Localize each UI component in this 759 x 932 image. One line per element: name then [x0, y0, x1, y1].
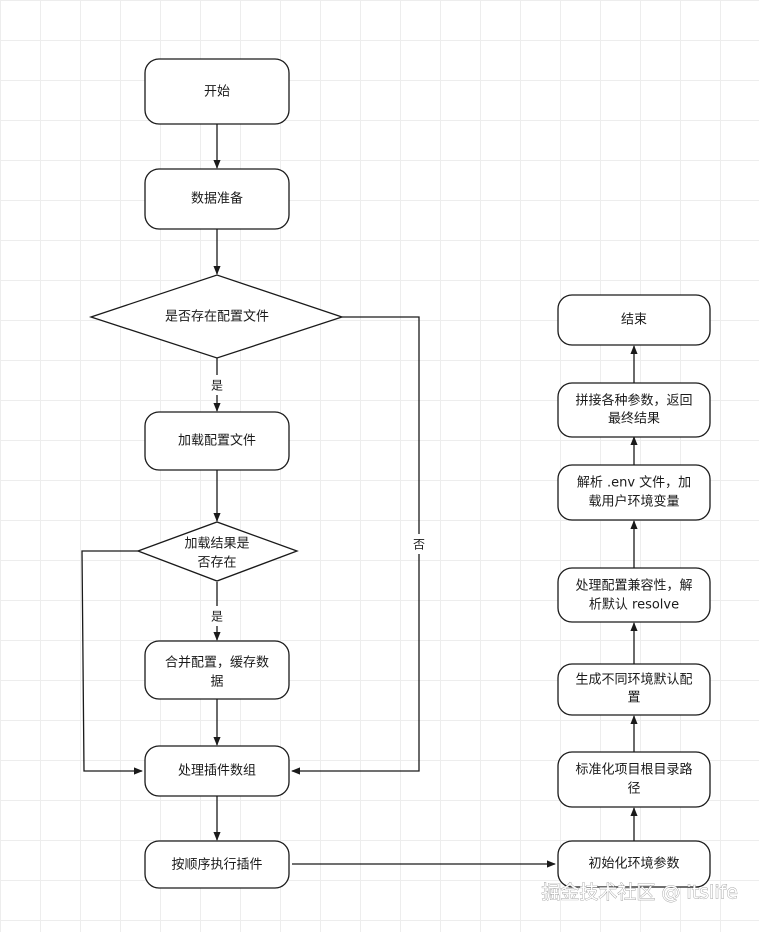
node-load-config-label: 加载配置文件 — [178, 434, 256, 449]
node-dotenv-label-line2: 载用户环境变量 — [588, 494, 679, 510]
node-init-env-label: 初始化环境参数 — [588, 856, 679, 872]
node-start: 开始 — [144, 58, 290, 125]
node-compat-label-line1: 处理配置兼容性，解 — [575, 578, 692, 594]
node-prepare-label: 数据准备 — [191, 191, 243, 207]
node-has-config-label: 是否存在配置文件 — [165, 310, 269, 325]
node-env-default-label-line1: 生成不同环境默认配 — [575, 672, 692, 688]
node-concat: 拼接各种参数，返回 最终结果 — [557, 382, 711, 438]
node-load-result-label-line1: 加载结果是 — [184, 537, 249, 552]
edge-label-no: 否 — [413, 538, 425, 552]
edge-decision-no-plugins — [291, 316, 420, 775]
edge-label-yes-2: 是 — [211, 610, 223, 624]
node-end-label: 结束 — [621, 313, 647, 328]
edge-result-no-plugins — [81, 550, 143, 775]
node-compat-label-line2: 析默认 resolve — [589, 597, 679, 613]
node-dotenv: 解析 .env 文件，加 载用户环境变量 — [557, 464, 711, 521]
node-exec-plugins-label: 按顺序执行插件 — [171, 858, 262, 873]
node-root-path: 标准化项目根目录路 径 — [557, 751, 711, 808]
node-plugins-label: 处理插件数组 — [178, 764, 256, 779]
node-compat: 处理配置兼容性，解 析默认 resolve — [557, 567, 711, 623]
node-load-config: 加载配置文件 — [144, 411, 290, 471]
node-plugins: 处理插件数组 — [144, 745, 290, 797]
edge-labels: 是 否 是 — [207, 375, 429, 626]
node-start-label: 开始 — [204, 85, 230, 100]
node-end: 结束 — [557, 294, 711, 346]
node-load-result-decision: 加载结果是 否存在 — [136, 521, 299, 582]
node-load-result-label-line2: 否存在 — [197, 556, 236, 571]
node-prepare: 数据准备 — [144, 168, 290, 230]
edge-label-yes-1: 是 — [211, 379, 223, 393]
node-exec-plugins: 按顺序执行插件 — [144, 840, 290, 889]
node-merge-label-line2: 据 — [210, 675, 223, 690]
node-dotenv-label-line1: 解析 .env 文件，加 — [577, 476, 691, 491]
node-concat-label-line2: 最终结果 — [608, 411, 660, 427]
node-env-default: 生成不同环境默认配 置 — [557, 663, 711, 716]
node-concat-label-line1: 拼接各种参数，返回 — [575, 393, 692, 409]
edges — [81, 124, 638, 868]
watermark: 掘金技术社区 @ itslife — [541, 882, 738, 904]
node-merge: 合并配置，缓存数 据 — [144, 640, 290, 700]
node-init-env: 初始化环境参数 — [557, 840, 711, 888]
node-root-path-label-line2: 径 — [627, 782, 640, 797]
node-merge-label-line1: 合并配置，缓存数 — [165, 656, 269, 671]
node-root-path-label-line1: 标准化项目根目录路 — [575, 762, 692, 778]
node-env-default-label-line2: 置 — [627, 691, 640, 706]
node-has-config-decision: 是否存在配置文件 — [88, 274, 345, 359]
